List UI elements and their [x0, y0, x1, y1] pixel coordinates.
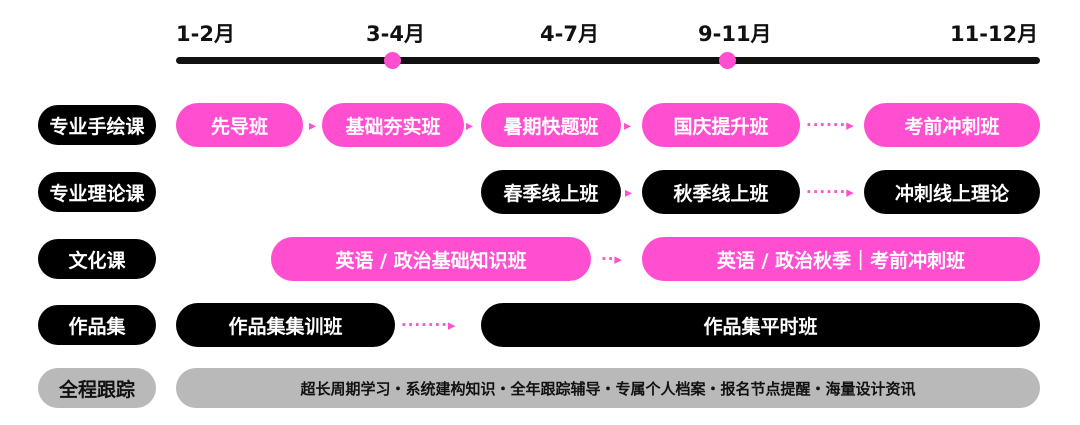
timeline-bar: [176, 57, 1040, 64]
arrow-icon: ▸: [309, 118, 317, 134]
class-pill-portfolio-regular: 作品集平时班: [481, 303, 1040, 347]
class-pill-english-politics-basic: 英语 / 政治基础知识班: [271, 237, 591, 281]
tracking-summary-bar: 超长周期学习・系统建构知识・全年跟踪辅导・专属个人档案・报名节点提醒・海量设计资…: [176, 368, 1040, 408]
class-pill-foundation: 基础夯实班: [322, 103, 464, 147]
dotted-arrow-icon: ··▸: [601, 250, 623, 268]
arrow-icon: ▸: [466, 118, 474, 134]
dotted-arrow-icon: ······▸: [806, 183, 855, 201]
class-pill-final-sprint: 考前冲刺班: [864, 103, 1040, 147]
arrow-icon: ▸: [625, 185, 633, 201]
month-label-apr-jul: 4-7月: [540, 22, 599, 46]
class-pill-sprint-theory: 冲刺线上理论: [864, 170, 1040, 214]
month-label-mar-apr: 3-4月: [366, 22, 425, 46]
dotted-arrow-icon: ·······▸: [401, 316, 457, 334]
row-label-culture: 文化课: [38, 239, 156, 279]
timeline-marker: [384, 52, 401, 69]
row-label-drawing: 专业手绘课: [38, 105, 156, 145]
row-label-theory: 专业理论课: [38, 172, 156, 212]
class-pill-portfolio-intensive: 作品集集训班: [176, 303, 395, 347]
class-pill-national-day: 国庆提升班: [642, 103, 800, 147]
timeline-marker: [719, 52, 736, 69]
dotted-arrow-icon: ······▸: [806, 116, 855, 134]
class-pill-english-politics-autumn: 英语 / 政治秋季｜考前冲刺班: [642, 237, 1040, 281]
arrow-icon: ▸: [624, 118, 632, 134]
month-label-jan-feb: 1-2月: [176, 22, 235, 46]
row-label-portfolio: 作品集: [38, 305, 156, 345]
class-pill-summer: 暑期快题班: [481, 103, 621, 147]
month-label-nov-dec: 11-12月: [950, 22, 1039, 46]
row-label-tracking: 全程跟踪: [38, 368, 156, 408]
month-label-sep-nov: 9-11月: [698, 22, 772, 46]
class-pill-spring-online: 春季线上班: [481, 170, 621, 214]
class-pill-autumn-online: 秋季线上班: [642, 170, 800, 214]
class-pill-pioneer: 先导班: [176, 103, 303, 147]
